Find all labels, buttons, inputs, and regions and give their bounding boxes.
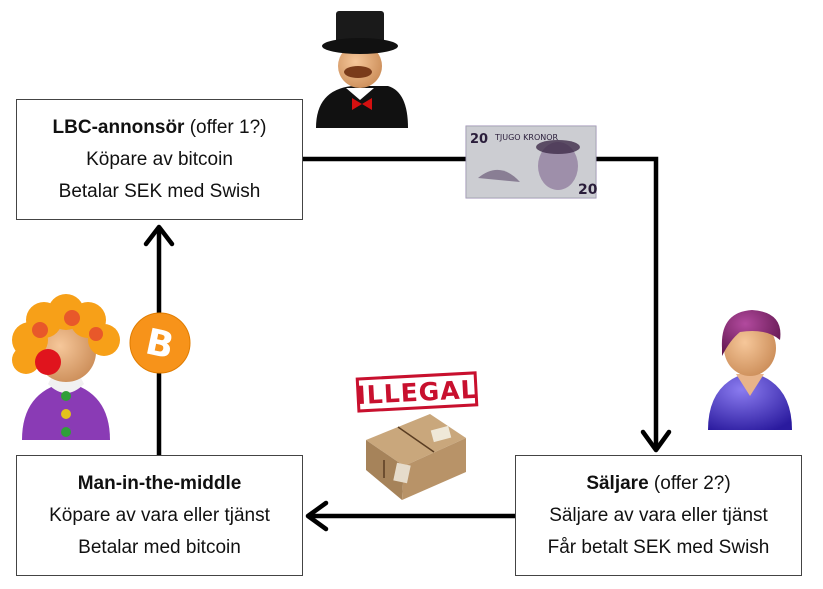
- seller-person-icon: [708, 310, 792, 430]
- banknote-icon: 20 TJUGO KRONOR 20: [465, 125, 598, 199]
- mitm-title-bold: Man-in-the-middle: [77, 472, 242, 494]
- banknote-value: 20: [470, 132, 488, 147]
- arrow-seller-to-mitm: [305, 500, 515, 532]
- lbc-title-bold: LBC-annonsör: [52, 116, 185, 138]
- mitm-title: Man-in-the-middle: [78, 468, 242, 500]
- seller-line-2: Får betalt SEK med Swish: [547, 536, 770, 558]
- mitm-line-1: Köpare av vara eller tjänst: [49, 504, 270, 526]
- seller-title-bold: Säljare: [586, 472, 649, 494]
- seller-line-1: Säljare av vara eller tjänst: [549, 504, 768, 526]
- seller-title: Säljare (offer 2?): [586, 468, 730, 500]
- illegal-stamp-icon: ILLEGAL: [355, 371, 479, 413]
- man-in-the-middle-box: Man-in-the-middle Köpare av vara eller t…: [16, 455, 303, 576]
- arrow-lbc-to-seller: [303, 156, 672, 453]
- illegal-stamp-text: ILLEGAL: [356, 375, 478, 410]
- lbc-advertiser-box: LBC-annonsör (offer 1?) Köpare av bitcoi…: [16, 99, 303, 220]
- top-hat-person-icon: [316, 11, 408, 128]
- mitm-line-2: Betalar med bitcoin: [78, 536, 241, 558]
- banknote-text: TJUGO KRONOR: [494, 133, 559, 142]
- package-icon: [366, 414, 466, 500]
- lbc-title: LBC-annonsör (offer 1?): [53, 112, 267, 144]
- lbc-line-1: Köpare av bitcoin: [86, 148, 233, 170]
- lbc-title-rest: (offer 1?): [184, 116, 267, 138]
- lbc-line-2: Betalar SEK med Swish: [58, 180, 261, 202]
- banknote-value-corner: 20: [578, 182, 598, 198]
- seller-box: Säljare (offer 2?) Säljare av vara eller…: [515, 455, 802, 576]
- seller-title-rest: (offer 2?): [648, 472, 731, 494]
- bitcoin-icon: B: [129, 312, 191, 374]
- clown-icon: [12, 294, 120, 440]
